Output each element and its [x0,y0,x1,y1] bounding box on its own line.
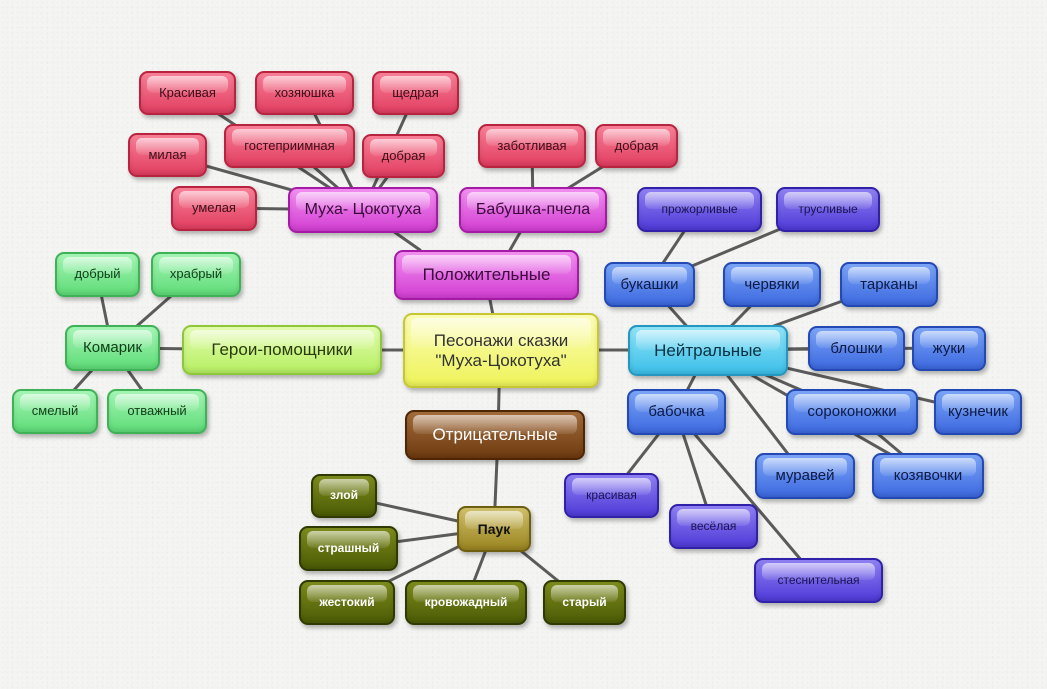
helpers-node-label: Герои-помощники [211,340,353,360]
negative-node: Отрицательные [405,410,585,460]
trait-label: добрая [381,147,426,163]
trait-prozhorlivye: прожорливые [637,187,762,232]
neutral-node-label: Нейтральные [654,340,762,360]
trait-gostepriimnaya: гостеприимная [224,124,355,168]
trait-zabotlivaya: заботливая [478,124,586,168]
neutral-item-label: блошки [830,339,883,357]
trait-label: жестокий [319,594,375,609]
trait-dobraya-mukha: добрая [362,134,445,178]
trait-label: заботливая [497,137,567,153]
negative-node-label: Отрицательные [432,425,558,445]
trait-milaya: милая [128,133,207,177]
kozyavochki-node: козявочки [872,453,984,499]
trait-krovozhadnyy: кровожадный [405,580,527,625]
neutral-item-label: тарканы [860,275,918,293]
trait-label: смелый [31,403,79,419]
connector-line [674,410,820,582]
neutral-item-label: жуки [932,339,966,357]
tarkany-node: тарканы [840,262,938,307]
zhuki-node: жуки [912,326,986,371]
mukha-node-label: Муха- Цокотуха [304,200,422,218]
babushka-node: Бабушка-пчела [459,187,607,233]
trait-label: отважный [127,403,187,419]
neutral-node: Нейтральные [628,325,788,376]
trait-label: храбрый [169,266,223,282]
neutral-item-label: кузнечик [948,403,1008,421]
bukashki-node: букашки [604,262,695,307]
mukha-node: Муха- Цокотуха [288,187,438,233]
trait-label: умелая [192,200,236,216]
trait-smelyy: смелый [12,389,98,434]
trait-label: гостеприимная [244,137,335,153]
trait-label: милая [148,146,187,162]
trait-label: Красивая [159,84,216,100]
trait-label: щедрая [392,84,439,100]
trait-label: красивая [586,487,637,502]
pauk-node-label: Паук [477,520,511,537]
trait-khrabryy: храбрый [151,252,241,297]
trait-strashnyy: страшный [299,526,398,571]
trait-staryy: старый [543,580,626,625]
trait-label: весёлая [690,518,737,533]
muravey-node: муравей [755,453,855,499]
trait-dobryy: добрый [55,252,140,297]
trait-label: стеснительная [777,572,860,587]
helpers-node: Герои-помощники [182,325,382,375]
kuznechik-node: кузнечик [934,389,1022,435]
neutral-item-label: червяки [744,275,800,293]
neutral-item-label: букашки [620,275,679,293]
sorokonozhki-node: сороконожки [786,389,918,435]
trait-label: злой [330,488,358,503]
pauk-node: Паук [457,506,531,552]
babushka-node-label: Бабушка-пчела [475,200,591,218]
trait-zhestokiy: жестокий [299,580,395,625]
trait-stesnitelnaya: стеснительная [754,558,883,603]
trait-label: добрый [74,266,121,282]
neutral-item-label: сороконожки [807,403,897,421]
trait-dobraya-pchela: добрая [595,124,678,168]
trait-krasivaya-babochka: красивая [564,473,659,518]
trait-label: кровожадный [424,594,508,609]
komarik-node: Комарик [65,325,160,371]
chervyaki-node: червяки [723,262,821,307]
trait-truslivye: трусливые [776,187,880,232]
neutral-item-label: муравей [775,467,835,485]
trait-shchedraya: щедрая [372,71,459,115]
trait-zloy: злой [311,474,377,518]
trait-otvazhnyy: отважный [107,389,207,434]
trait-umelaya: умелая [171,186,257,231]
trait-khozyayushka: хозяюшка [255,71,354,115]
komarik-node-label: Комарик [82,339,143,357]
trait-label: трусливые [798,201,858,216]
root-node-label: Песонажи сказки "Муха-Цокотуха" [433,330,569,370]
positive-node: Положительные [394,250,579,300]
bloshki-node: блошки [808,326,905,371]
trait-krasivaya: Красивая [139,71,236,115]
neutral-item-label: бабочка [648,403,705,421]
trait-label: хозяюшка [274,84,335,100]
trait-label: страшный [317,540,380,555]
trait-vesyolaya: весёлая [669,504,758,549]
babochka-node: бабочка [627,389,726,435]
root-node: Песонажи сказки "Муха-Цокотуха" [403,313,599,388]
trait-label: добрая [614,137,659,153]
neutral-item-label: козявочки [893,467,963,485]
trait-label: прожорливые [661,201,738,216]
trait-label: старый [562,594,607,609]
positive-node-label: Положительные [422,265,551,285]
